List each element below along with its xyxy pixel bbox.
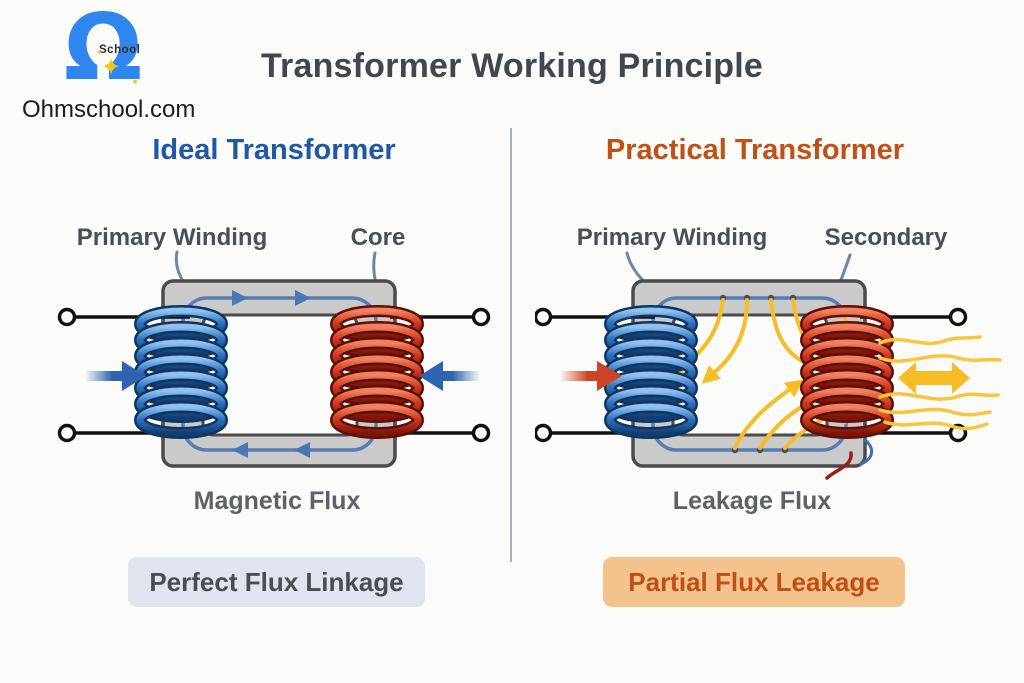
- practical-primary-winding-label: Primary Winding: [576, 224, 768, 251]
- sparkle-icon-tiny: ✦: [96, 48, 103, 57]
- ideal-core-label: Core: [350, 224, 406, 251]
- sparkle-icon-small: ✦: [131, 77, 140, 88]
- practical-transformer-diagram: [535, 251, 1002, 480]
- escaping-flux-waves: [878, 335, 1002, 431]
- page-title: Transformer Working Principle: [260, 47, 764, 85]
- practical-secondary-label: Secondary: [824, 224, 948, 251]
- perfect-flux-linkage-badge: Perfect Flux Linkage: [128, 557, 425, 607]
- ideal-transformer-heading: Ideal Transformer: [152, 134, 396, 166]
- leakage-flux-caption: Leakage Flux: [672, 487, 832, 515]
- leakage-double-arrow: [898, 362, 970, 394]
- partial-flux-leakage-badge: Partial Flux Leakage: [603, 557, 905, 607]
- sparkle-icon: ✦: [101, 54, 122, 81]
- magnetic-flux-caption: Magnetic Flux: [193, 487, 361, 515]
- secondary-blue-lead: [859, 438, 874, 466]
- input-arrow-left: [85, 361, 146, 391]
- badge-text: Partial Flux Leakage: [628, 566, 880, 597]
- ideal-transformer-diagram: [57, 250, 491, 468]
- website-text: Ohmschool.com: [22, 96, 196, 123]
- input-arrow-primary: [560, 361, 622, 391]
- ohm-logo: Ω: [64, 0, 143, 101]
- logo-school-badge: School: [99, 44, 141, 56]
- panel-divider: [510, 128, 512, 562]
- secondary-red-lead: [825, 451, 853, 480]
- badge-text: Perfect Flux Linkage: [149, 566, 404, 597]
- input-arrow-right: [419, 361, 480, 391]
- practical-transformer-heading: Practical Transformer: [605, 134, 905, 166]
- terminals: [57, 307, 491, 443]
- ideal-primary-winding-label: Primary Winding: [76, 224, 268, 251]
